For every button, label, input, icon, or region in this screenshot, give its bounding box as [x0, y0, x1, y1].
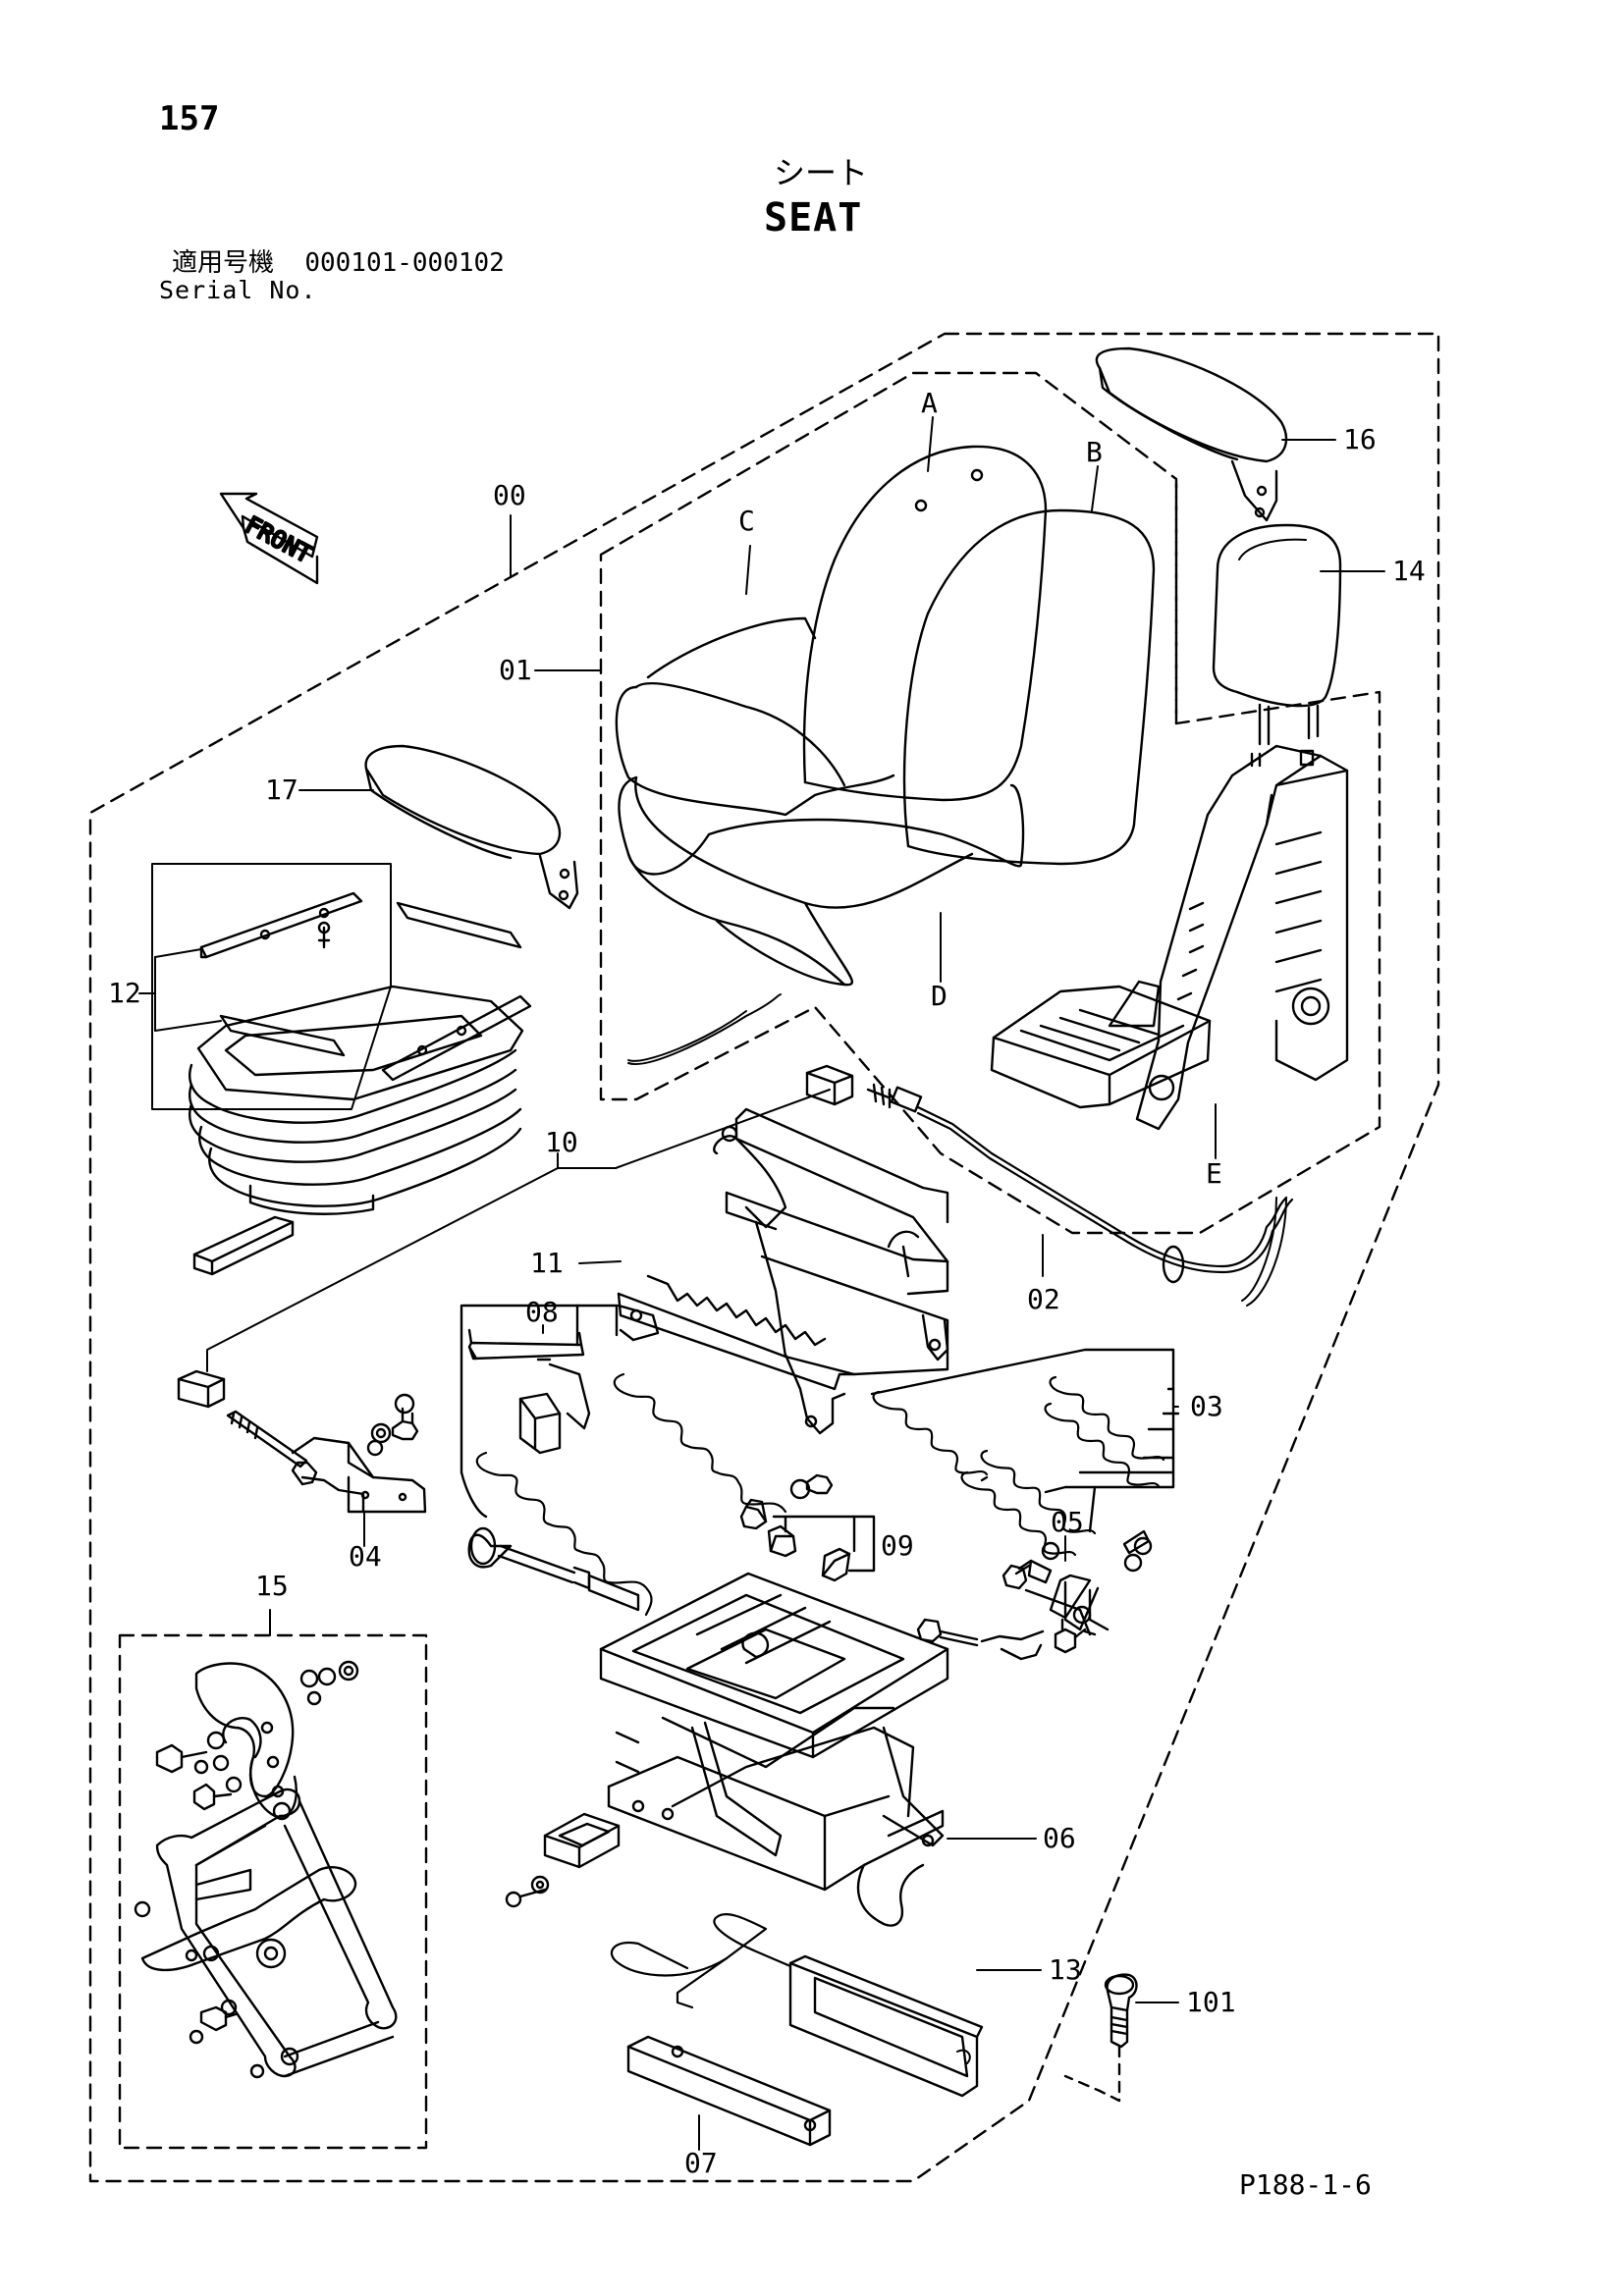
- part-label-11: 11: [530, 1247, 564, 1279]
- leader-lines: [138, 416, 1385, 2151]
- serial-label-english: Serial No.: [159, 276, 317, 304]
- title-japanese: シート: [774, 154, 869, 191]
- part-label-13: 13: [1049, 1953, 1082, 1986]
- clips-09: [739, 1473, 876, 1582]
- part-label-15: 15: [255, 1570, 289, 1602]
- slide-rail-07: [626, 2035, 832, 2147]
- bolt-101: [1063, 1973, 1138, 2103]
- sub-label-D: D: [931, 980, 947, 1012]
- assembly-00-boundary: [88, 332, 1440, 2183]
- headrest-14: [1212, 523, 1342, 746]
- mounting-set-15: [134, 1660, 398, 2079]
- figure-reference: P188-1-6: [1239, 2168, 1372, 2201]
- springs-03: [870, 1348, 1180, 1557]
- part-label-01: 01: [499, 654, 532, 686]
- part-label-08: 08: [525, 1296, 559, 1328]
- sub-label-A: A: [921, 387, 938, 419]
- serial-label-japanese: 適用号機 000101-000102: [172, 250, 505, 276]
- part-labels: 00 01 02 03 04 05 06 07 08 09 10 11 12 1…: [108, 387, 1426, 2179]
- slide-rail-small: [192, 1215, 295, 1276]
- armrest-right-16: [1095, 347, 1288, 522]
- lever-bracket-04: [226, 1393, 427, 1514]
- sub-label-B: B: [1086, 436, 1103, 468]
- suspension-scissor-06: [599, 1572, 949, 1927]
- part-label-07: 07: [684, 2147, 718, 2179]
- sub-label-C: C: [738, 505, 755, 537]
- page-number: 157: [159, 99, 220, 138]
- part-label-09: 09: [881, 1529, 914, 1562]
- part-label-10: 10: [545, 1126, 578, 1158]
- part-label-03: 03: [1190, 1390, 1223, 1422]
- armrest-left-17: [364, 744, 579, 910]
- cable-02: [866, 1083, 1294, 1307]
- part-label-02: 02: [1027, 1283, 1060, 1315]
- part-label-14: 14: [1392, 555, 1426, 587]
- damper-05: [916, 1529, 1153, 1661]
- sub-label-E: E: [1206, 1157, 1222, 1190]
- height-adjust-knob: [467, 1526, 640, 1612]
- title-english: SEAT: [764, 195, 863, 240]
- assembly-15-boundary: [118, 1633, 428, 2150]
- springs-08: [460, 1304, 787, 1617]
- serial-range: 000101-000102: [304, 248, 505, 278]
- serial-label-jp: 適用号機: [172, 248, 275, 278]
- part-label-06: 06: [1043, 1822, 1076, 1854]
- part-label-00: 00: [493, 479, 526, 511]
- bracket-and-bolt: [505, 1812, 621, 1908]
- part-label-16: 16: [1343, 423, 1377, 455]
- part-label-04: 04: [349, 1540, 382, 1573]
- part-label-05: 05: [1051, 1506, 1084, 1538]
- part-label-12: 12: [108, 977, 141, 1009]
- part-label-101: 101: [1186, 1986, 1236, 2018]
- assembly-01-boundary: [599, 371, 1381, 1235]
- slide-rail-frame-11: [617, 1107, 949, 1435]
- seat-cushion-assembly: [615, 445, 1156, 1066]
- seat-frame-E: [990, 744, 1349, 1131]
- suspension-cover-12: [151, 863, 532, 1215]
- front-arrow: FRONT: [219, 492, 319, 585]
- control-lever-10: [177, 1064, 854, 1409]
- slide-rail-13: [611, 1912, 984, 2098]
- part-label-17: 17: [265, 774, 298, 806]
